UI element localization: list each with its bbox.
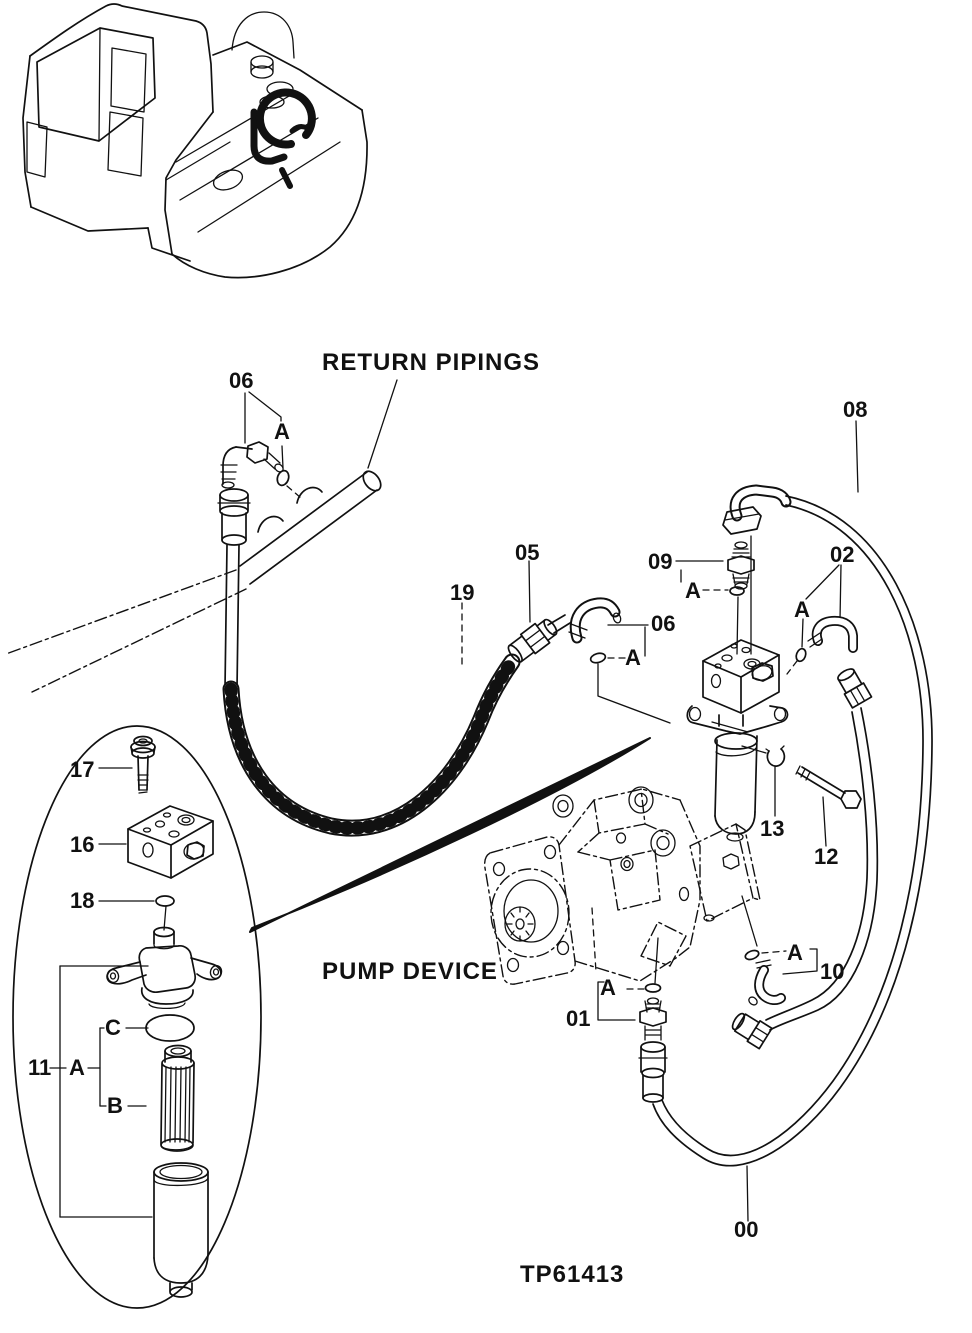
hose-stub [547,614,571,634]
detail-bubble [12,725,262,1309]
callout-b: B [107,1093,123,1118]
part-01-group [597,937,668,1103]
part-06-mid-group [568,597,671,724]
callout-13: 13 [760,816,785,841]
hose-19-spiral [222,544,521,837]
return-pipe [5,470,382,693]
callout-a-02: A [794,597,810,622]
swoosh-pointer [249,737,651,933]
callout-02: 02 [830,542,855,567]
pump-device [483,786,761,985]
callout-a-06-mid: A [625,645,641,670]
callout-11: 11 [28,1055,52,1080]
filter-canister [153,1162,209,1298]
callout-18: 18 [70,888,95,913]
callout-16: 16 [70,832,95,857]
callout-a-01: A [600,975,616,1000]
bracket-11 [49,965,153,1218]
callout-08: 08 [843,397,868,422]
callout-12: 12 [814,844,839,869]
highlighted-piping [250,88,316,189]
hose-08 [652,420,933,1222]
callout-06-mid: 06 [651,611,676,636]
callout-19: 19 [450,580,475,605]
part-02-group [786,564,873,709]
o-ring-18 [155,895,175,907]
part-06-top-group [217,391,302,546]
bolt-17 [98,735,156,794]
callout-01: 01 [566,1006,591,1031]
section-title: RETURN PIPINGS [322,349,541,376]
return-pipings-leader [367,379,398,469]
part-09-group [675,535,755,655]
coupling-05 [507,618,558,663]
valve-body [106,926,223,1010]
hose-02-to-10 [731,707,879,1050]
valve-block-assembly [686,639,862,847]
callout-10: 10 [820,959,845,984]
callout-c: C [105,1015,121,1040]
part-10-group [741,895,818,1006]
callout-17: 17 [70,757,95,782]
callout-a-09: A [685,578,701,603]
callout-a-11: A [69,1055,85,1080]
callout-09: 09 [648,549,673,574]
o-ring-c [145,1014,195,1042]
excavator-thumbnail [22,3,368,279]
callout-06-top: 06 [229,368,254,393]
callout-a-10: A [787,940,803,965]
filter-element-b [160,1044,195,1152]
drawing-number: TP61413 [520,1261,625,1288]
callout-00: 00 [734,1217,759,1242]
block-16 [98,805,214,879]
callout-05: 05 [515,540,540,565]
pump-device-caption: PUMP DEVICE [322,958,498,985]
callout-a-top: A [274,419,290,444]
leader-05 [528,560,531,623]
